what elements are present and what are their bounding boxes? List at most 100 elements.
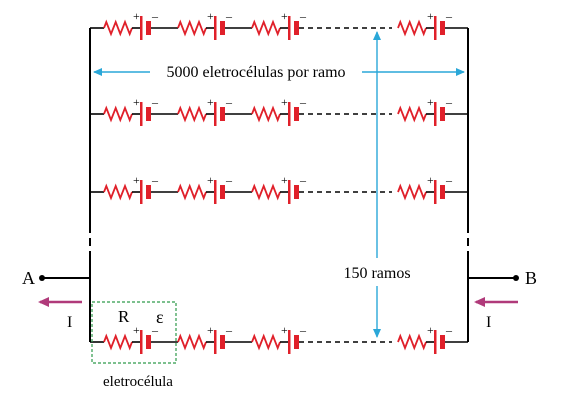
electrocell: +–: [177, 9, 233, 40]
resistor: [397, 105, 427, 123]
battery-negative-plate: [220, 107, 225, 121]
current-left-label: I: [67, 314, 72, 331]
battery-negative-plate: [294, 107, 299, 121]
resistor: [251, 333, 281, 351]
minus-sign: –: [299, 323, 307, 337]
terminal-a-label: A: [22, 268, 35, 288]
minus-sign: –: [151, 323, 159, 337]
battery-negative-plate: [440, 21, 445, 35]
resistor: [397, 183, 427, 201]
battery-negative-plate: [294, 335, 299, 349]
plus-sign: +: [427, 9, 434, 23]
battery-negative-plate: [220, 185, 225, 199]
electrocell: +–: [397, 9, 453, 40]
battery-negative-plate: [146, 21, 151, 35]
battery-positive-plate: [288, 330, 291, 354]
plus-sign: +: [281, 173, 288, 187]
current-arrow-right: I: [474, 297, 518, 331]
electrocell: +–: [103, 173, 159, 204]
plus-sign: +: [133, 95, 140, 109]
battery-negative-plate: [294, 185, 299, 199]
plus-sign: +: [133, 323, 140, 337]
electrocell: +–: [177, 173, 233, 204]
battery-negative-plate: [440, 185, 445, 199]
minus-sign: –: [225, 173, 233, 187]
emf-symbol-label: ε: [156, 307, 164, 327]
minus-sign: –: [299, 9, 307, 23]
resistor: [177, 105, 207, 123]
electrocell: +–: [177, 323, 233, 354]
battery-negative-plate: [440, 107, 445, 121]
battery-positive-plate: [214, 180, 217, 204]
plus-sign: +: [133, 9, 140, 23]
cell-caption: eletrocélula: [103, 374, 173, 390]
electrocell: +–: [177, 95, 233, 126]
plus-sign: +: [281, 9, 288, 23]
resistor-symbol-label: R: [118, 307, 130, 326]
current-right-label: I: [486, 314, 491, 331]
electrocell: +–: [103, 9, 159, 40]
minus-sign: –: [151, 173, 159, 187]
minus-sign: –: [445, 95, 453, 109]
plus-sign: +: [427, 173, 434, 187]
plus-sign: +: [207, 323, 214, 337]
battery-positive-plate: [140, 180, 143, 204]
resistor: [103, 105, 133, 123]
plus-sign: +: [281, 323, 288, 337]
minus-sign: –: [151, 95, 159, 109]
battery-positive-plate: [434, 102, 437, 126]
electrocell: +–: [397, 95, 453, 126]
electrocell: +–: [103, 323, 159, 354]
minus-sign: –: [445, 173, 453, 187]
battery-positive-plate: [214, 330, 217, 354]
electrocell: +–: [397, 173, 453, 204]
minus-sign: –: [445, 9, 453, 23]
resistor: [177, 19, 207, 37]
terminal-a: A: [22, 268, 90, 288]
battery-negative-plate: [440, 335, 445, 349]
battery-positive-plate: [288, 180, 291, 204]
plus-sign: +: [281, 95, 288, 109]
plus-sign: +: [427, 323, 434, 337]
battery-negative-plate: [220, 21, 225, 35]
battery-negative-plate: [146, 185, 151, 199]
current-arrow-left: I: [38, 297, 82, 331]
electrocell: +–: [251, 173, 307, 204]
cell-highlight-box: R ε eletrocélula: [91, 301, 177, 390]
battery-positive-plate: [214, 16, 217, 40]
minus-sign: –: [225, 95, 233, 109]
minus-sign: –: [225, 9, 233, 23]
battery-negative-plate: [146, 107, 151, 121]
resistor: [251, 105, 281, 123]
resistor: [177, 183, 207, 201]
battery-positive-plate: [288, 102, 291, 126]
battery-positive-plate: [140, 330, 143, 354]
resistor: [251, 19, 281, 37]
plus-sign: +: [207, 95, 214, 109]
plus-sign: +: [207, 9, 214, 23]
battery-positive-plate: [434, 16, 437, 40]
cells-per-branch-dimension: 5000 eletrocélulas por ramo: [93, 64, 465, 81]
battery-positive-plate: [214, 102, 217, 126]
battery-positive-plate: [140, 16, 143, 40]
resistor: [103, 333, 133, 351]
branches-dimension: 150 ramos: [343, 31, 411, 338]
resistor: [397, 333, 427, 351]
battery-positive-plate: [434, 180, 437, 204]
battery-positive-plate: [434, 330, 437, 354]
resistor: [103, 19, 133, 37]
branches-label: 150 ramos: [343, 265, 410, 282]
resistor: [177, 333, 207, 351]
cells-per-branch-label: 5000 eletrocélulas por ramo: [166, 64, 345, 81]
minus-sign: –: [299, 173, 307, 187]
minus-sign: –: [299, 95, 307, 109]
plus-sign: +: [427, 95, 434, 109]
battery-negative-plate: [294, 21, 299, 35]
battery-negative-plate: [220, 335, 225, 349]
battery-negative-plate: [146, 335, 151, 349]
electrocell: +–: [251, 9, 307, 40]
terminal-b-label: B: [525, 268, 537, 288]
terminal-b: B: [468, 268, 537, 288]
